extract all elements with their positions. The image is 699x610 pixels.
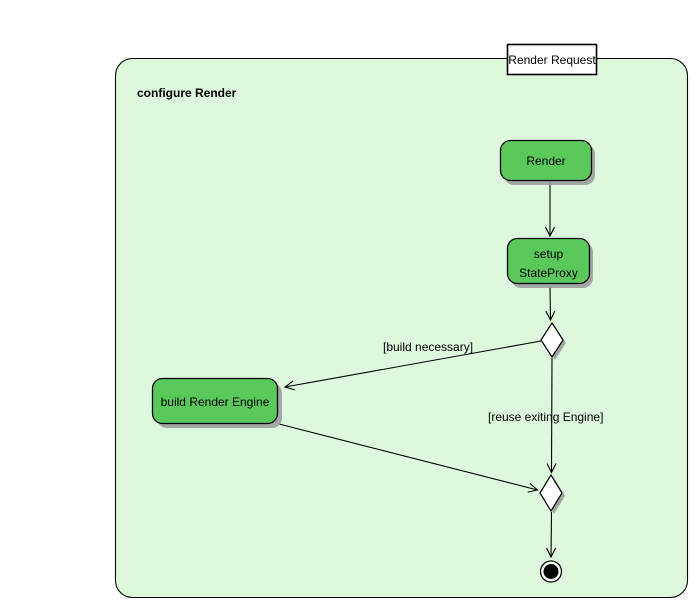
frame-title-box[interactable] (506, 43, 598, 76)
action-node-render[interactable]: Render (499, 139, 596, 186)
final-node-core (543, 564, 559, 579)
merge-node[interactable] (539, 473, 565, 514)
frame-title[interactable]: Render Request (506, 43, 598, 76)
edge-setup-to-decision (550, 286, 551, 320)
partition-title: configure Render (137, 86, 237, 100)
guard-label-reuse-existing: [reuse exiting Engine] (488, 410, 603, 424)
build-node-box[interactable] (151, 377, 279, 425)
decision-node[interactable] (540, 321, 566, 360)
activity-partition (114, 57, 689, 599)
guard-label-build-necessary: [build necessary] (383, 340, 473, 354)
action-node-setup-stateproxy[interactable]: setup StateProxy (506, 237, 594, 289)
action-node-build-render-engine[interactable]: build Render Engine (151, 377, 283, 429)
edges-layer (278, 181, 553, 557)
build-node-label: build Render Engine (161, 395, 270, 409)
edge-build-to-merge (278, 423, 538, 490)
render-node-box[interactable] (499, 139, 593, 182)
setup-node-label-line2: StateProxy (519, 266, 578, 280)
activity-final-node[interactable] (539, 560, 563, 583)
render-node-label: Render (526, 154, 565, 168)
edge-decision-to-build (285, 340, 542, 387)
decision-node-diamond[interactable] (540, 321, 564, 359)
frame-title-text: Render Request (508, 53, 596, 67)
edge-decision-to-merge (552, 357, 553, 473)
setup-node-label-line1: setup (534, 247, 564, 261)
setup-node-box[interactable] (506, 237, 591, 285)
merge-node-diamond[interactable] (539, 473, 563, 513)
edge-merge-to-final (551, 511, 552, 557)
